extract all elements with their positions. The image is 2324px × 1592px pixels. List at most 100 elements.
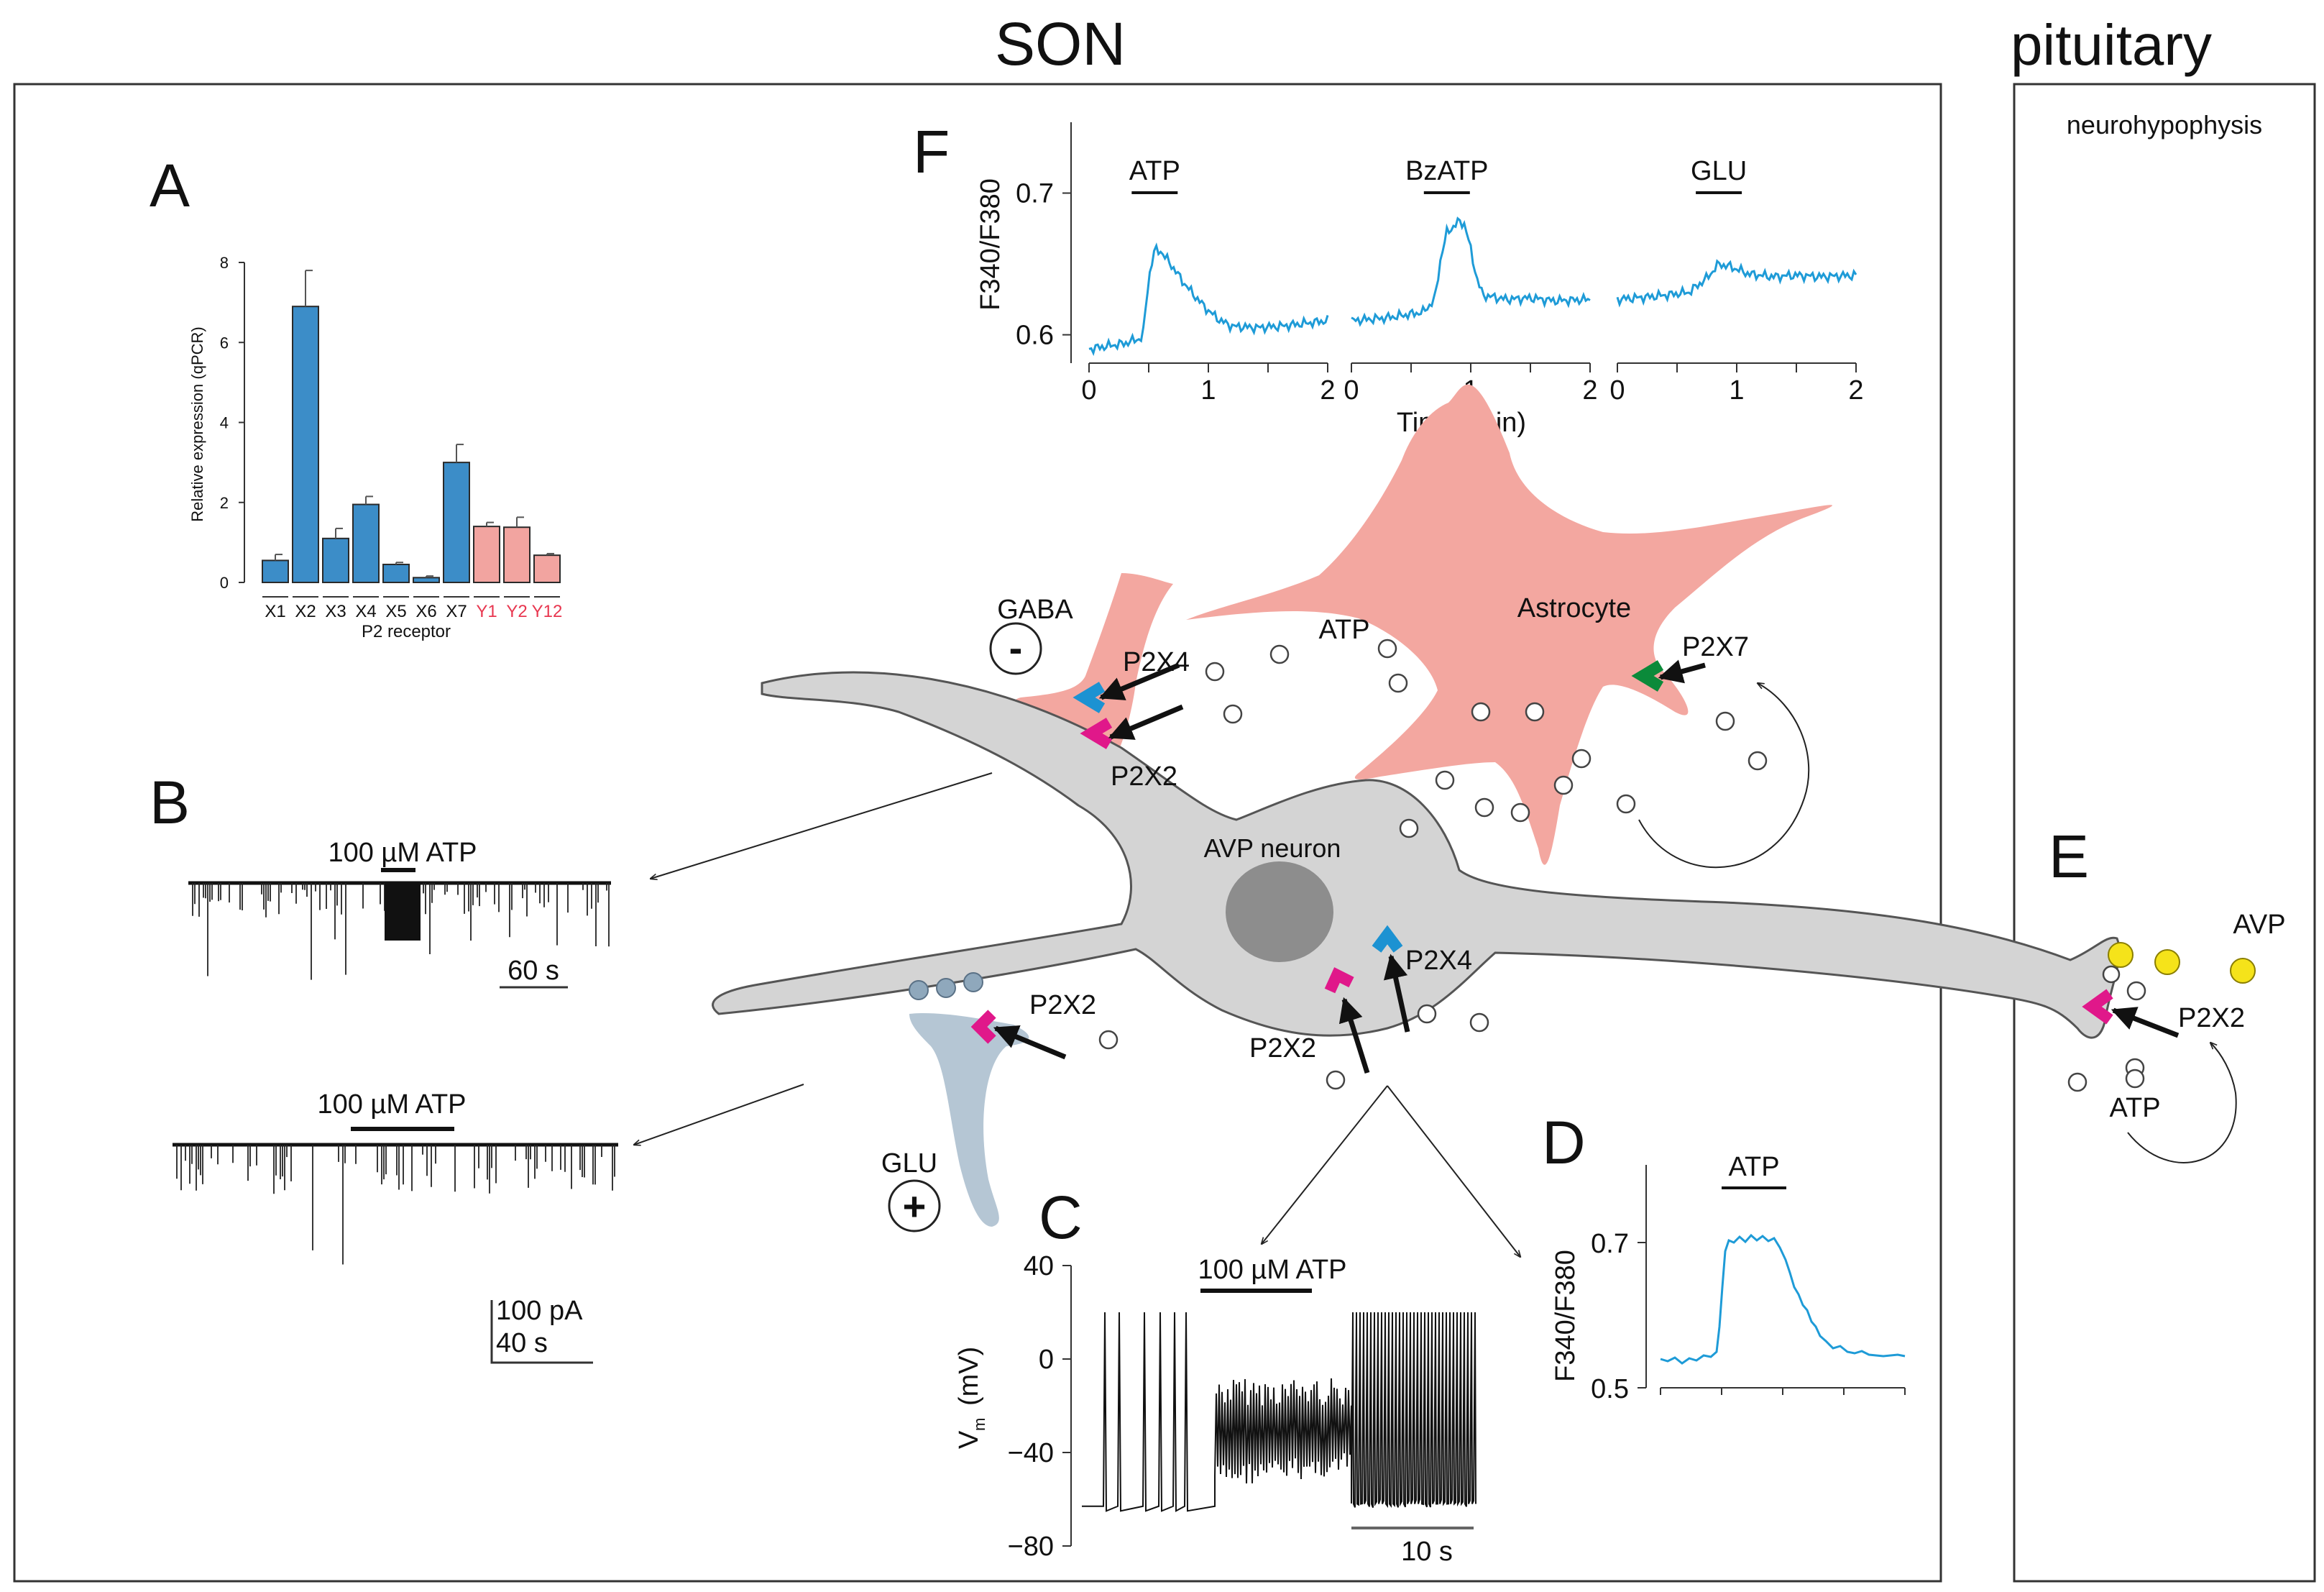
atp-vesicle <box>1269 644 1290 664</box>
f-y-tick-label: 0.6 <box>1016 321 1054 351</box>
agonist-arrow <box>993 1025 1067 1060</box>
agonist-arrow <box>1383 953 1410 1033</box>
atp-vesicle <box>2126 981 2146 1001</box>
f-x-tick-label: 1 <box>1729 375 1744 406</box>
a-bar-x1 <box>262 559 289 583</box>
p2x2-receptor-glu <box>970 1010 996 1044</box>
glu-vesicle <box>936 978 956 998</box>
atp-vesicle <box>2125 1069 2145 1089</box>
gaba-label: GABA <box>997 595 1073 625</box>
a-x-label-y2: Y2 <box>506 602 527 621</box>
panel-c-letter: C <box>1039 1184 1083 1251</box>
b-top-scale-label: 60 s <box>507 956 559 986</box>
terminal-feedback-arrow <box>2127 1043 2237 1163</box>
p2x2-label-glu: P2X2 <box>1029 990 1096 1020</box>
atp-vesicle <box>1471 702 1491 722</box>
b-scale-current-label: 100 pA <box>496 1296 583 1326</box>
a-bar-y2 <box>503 526 531 583</box>
a-bar-x7 <box>443 462 470 583</box>
a-x-label-x2: X2 <box>295 602 316 621</box>
atp-vesicle <box>1553 775 1574 795</box>
c-y-tick-label: −80 <box>1008 1532 1054 1562</box>
atp-label-center: ATP <box>1318 615 1369 645</box>
agonist-arrow <box>1108 704 1184 740</box>
avp-label: AVP <box>2233 910 2285 940</box>
f-y-ticks: 0.60.7 <box>1016 179 1071 351</box>
d-tick-label-05: 0.5 <box>1591 1374 1629 1404</box>
panel-b-letter: B <box>150 769 190 836</box>
astrocyte-shape <box>1186 384 1832 865</box>
glu-vesicle <box>963 972 983 992</box>
f-y-axis-title: F340/F380 <box>975 178 1006 311</box>
glu-label: GLU <box>881 1148 937 1179</box>
a-x-label-x4: X4 <box>355 602 376 621</box>
glu-vesicle <box>909 980 929 1000</box>
a-bar-y1 <box>473 526 500 583</box>
p2x2-receptor-terminal <box>2082 989 2113 1025</box>
son-header: SON <box>995 10 1126 78</box>
atp-vesicle <box>2067 1072 2088 1092</box>
p2x4-receptor-neuron <box>1372 925 1403 953</box>
f-x-tick-label: 1 <box>1200 375 1216 406</box>
f-traces: 012ATP012BzATP012GLU <box>1081 156 1863 406</box>
p2x2-label-gaba: P2X2 <box>1111 761 1177 792</box>
astrocyte-feedback-arrow <box>1638 683 1810 869</box>
a-x-label-x6: X6 <box>415 602 436 621</box>
avp-granule <box>2230 958 2256 984</box>
glu-terminal <box>909 1012 1029 1227</box>
agonist-arrow <box>1098 662 1180 700</box>
a-x-label-x3: X3 <box>325 602 346 621</box>
pointer-arrow-d <box>1387 1085 1520 1257</box>
b-scale-time-label: 40 s <box>496 1328 548 1358</box>
neuron-nucleus <box>1226 861 1333 962</box>
atp-vesicle <box>1469 1012 1489 1033</box>
f-stim-label-glu: GLU <box>1691 156 1747 186</box>
b-synaptic-events <box>192 883 610 980</box>
b-top-current-trace <box>188 881 611 980</box>
son-frame <box>13 83 1942 1583</box>
p2x2-label-terminal: P2X2 <box>2178 1003 2245 1033</box>
panel-a-letter: A <box>150 152 190 219</box>
panel-f-chart: 0.60.7 F340/F380 012ATP012BzATP012GLU Ti… <box>975 122 1864 438</box>
p2x2-receptor-neuron <box>1324 967 1354 994</box>
neurohypophysis-label: neurohypophysis <box>2067 110 2262 139</box>
pituitary-frame <box>2013 83 2316 1583</box>
a-bars <box>262 270 561 584</box>
atp-vesicle <box>1525 702 1545 722</box>
d-stim-label: ATP <box>1728 1152 1779 1182</box>
c-y-axis-title: V m (mV) <box>954 1347 988 1449</box>
f-x-tick-label: 0 <box>1344 375 1359 406</box>
c-y-tick-label: 40 <box>1024 1251 1054 1281</box>
c-y-tick-label: −40 <box>1008 1438 1054 1468</box>
atp-vesicle <box>1715 711 1735 731</box>
glu-plus-sign: + <box>903 1184 927 1229</box>
pointer-arrow-c <box>1262 1085 1388 1244</box>
f-stim-label-atp: ATP <box>1129 156 1180 186</box>
panel-d-letter: D <box>1542 1109 1586 1176</box>
panel-c: 400−40−80 V m (mV) 100 µM ATP 10 s <box>954 1251 1476 1567</box>
a-x-label-y12: Y12 <box>532 602 563 621</box>
b-top-stim-label: 100 µM ATP <box>328 838 477 868</box>
neuron-label: AVP neuron <box>1204 833 1341 863</box>
avp-granules <box>2108 942 2256 984</box>
atp-vesicle <box>1571 749 1592 769</box>
a-bar-x5 <box>382 563 410 583</box>
atp-vesicle <box>1510 802 1530 823</box>
a-y-tick-label: 0 <box>220 574 229 592</box>
f-x-tick-label: 2 <box>1320 375 1335 406</box>
p2x2-label-neuron: P2X2 <box>1249 1033 1316 1063</box>
f-stim-label-bzatp: BzATP <box>1405 156 1488 186</box>
p2x4-label-gaba: P2X4 <box>1123 647 1190 677</box>
b-synaptic-events <box>176 1145 615 1265</box>
f-trace-glu <box>1616 259 1857 308</box>
pointer-arrows <box>634 772 1520 1257</box>
p2x4-label-neuron: P2X4 <box>1405 946 1472 976</box>
a-x-label-x7: X7 <box>446 602 467 621</box>
atp-vesicle <box>1205 662 1225 682</box>
glu-excitatory-circle <box>888 1179 941 1232</box>
a-y-axis-title: Relative expression (qPCR) <box>188 326 206 521</box>
